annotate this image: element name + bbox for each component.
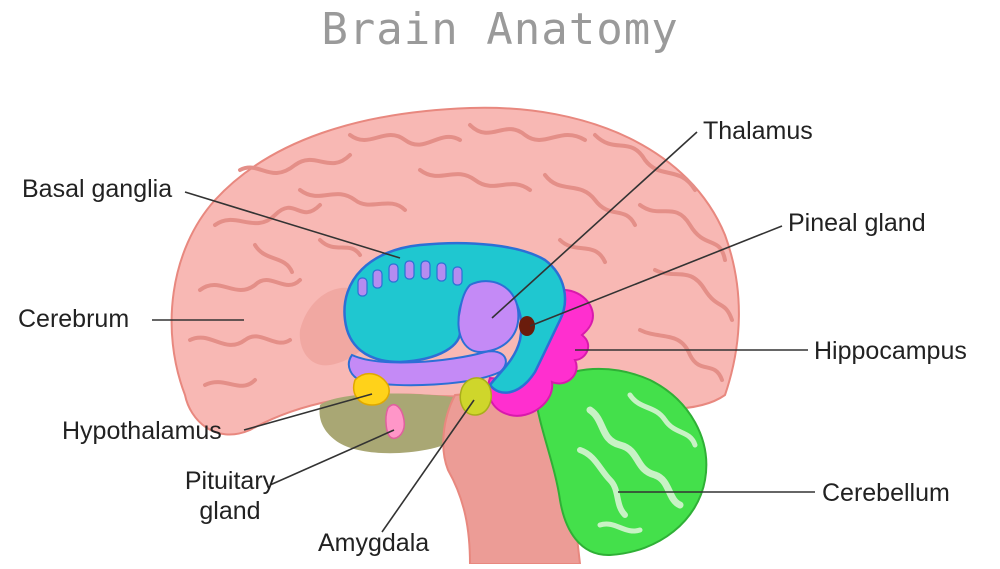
label-pineal-gland: Pineal gland	[788, 209, 926, 237]
label-thalamus: Thalamus	[703, 117, 813, 145]
pineal-gland-shape	[519, 316, 535, 336]
thalamus-shape	[457, 280, 520, 354]
leader-line-basal-ganglia	[184, 191, 401, 259]
basal-ganglia-shape	[343, 241, 567, 394]
cerebellum-shape	[533, 367, 708, 557]
leader-line-pituitary-gland	[269, 429, 395, 486]
label-hippocampus: Hippocampus	[814, 337, 967, 365]
leader-line-hypothalamus	[243, 393, 373, 431]
label-amygdala: Amygdala	[318, 529, 430, 557]
label-cerebrum: Cerebrum	[18, 305, 130, 333]
label-basal-ganglia: Basal ganglia	[22, 175, 173, 203]
amygdala-shape	[459, 377, 492, 416]
basal-ganglia-stripes	[357, 260, 463, 297]
label-pituitary-gland: Pituitary gland	[184, 467, 276, 525]
cerebrum-folds	[188, 123, 734, 388]
label-cerebellum: Cerebellum	[822, 479, 950, 507]
label-hypothalamus: Hypothalamus	[62, 417, 222, 445]
leader-line-thalamus	[491, 131, 698, 319]
pituitary-gland-shape	[385, 404, 406, 440]
diagram-title: Brain Anatomy	[321, 4, 679, 55]
leader-line-amygdala	[381, 399, 475, 533]
leader-lines	[152, 131, 815, 533]
leader-line-pineal-gland	[529, 225, 783, 327]
